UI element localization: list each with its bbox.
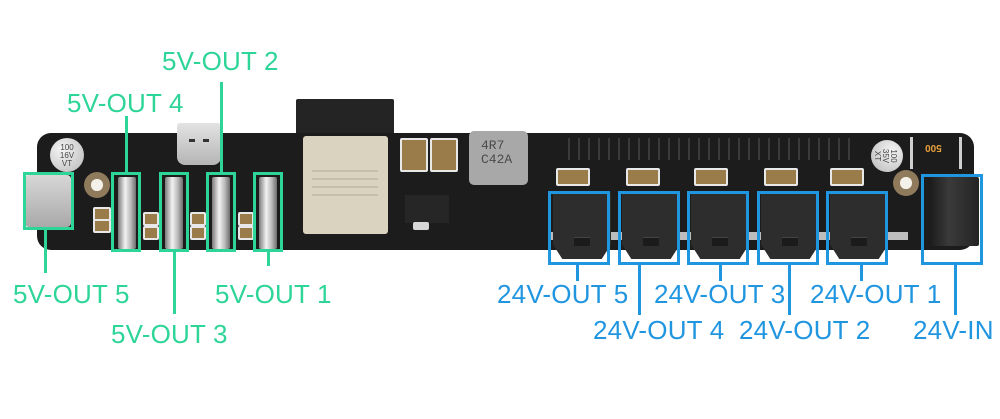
smd-capacitor-large bbox=[400, 138, 428, 172]
smd-capacitor bbox=[556, 168, 590, 186]
wifi-module bbox=[303, 136, 388, 234]
smd-capacitor bbox=[626, 168, 660, 186]
cap-marking: VT bbox=[61, 159, 73, 168]
usb-a-connector-5v-out-3 bbox=[165, 177, 183, 249]
smd-capacitor bbox=[143, 212, 159, 226]
terminal-latch bbox=[574, 237, 590, 246]
label-5v-out-4: 5V-OUT 4 bbox=[67, 88, 184, 118]
terminal-latch bbox=[712, 237, 728, 246]
label-24v-out-1: 24V-OUT 1 bbox=[810, 279, 942, 309]
fuse-holder bbox=[910, 137, 962, 169]
mounting-hole-left bbox=[84, 172, 110, 198]
label-24v-out-3: 24V-OUT 3 bbox=[654, 279, 786, 309]
label-24v-out-2: 24V-OUT 2 bbox=[739, 315, 871, 345]
cap-marking: 16V bbox=[59, 151, 75, 160]
usb-a-connector-5v-out-4 bbox=[118, 177, 136, 249]
label-24v-out-5: 24V-OUT 5 bbox=[497, 279, 629, 309]
callout-box-5v-out-3 bbox=[159, 172, 189, 252]
smd-capacitor bbox=[143, 226, 159, 240]
callout-box-5v-out-5 bbox=[23, 172, 74, 230]
callout-box-5v-out-4 bbox=[111, 172, 141, 252]
label-24v-in: 24V-IN bbox=[913, 315, 994, 345]
driver-circuitry bbox=[560, 138, 850, 160]
terminal-24v-out-5 bbox=[553, 193, 611, 259]
inductor-marking: C42A bbox=[481, 152, 513, 167]
leader-line-5v-out-2 bbox=[220, 82, 223, 172]
inductor: 4R7 C42A bbox=[469, 131, 528, 185]
dc-barrel-jack bbox=[929, 177, 979, 246]
terminal-24v-out-1 bbox=[830, 193, 888, 259]
terminal-latch bbox=[643, 237, 659, 246]
usb-a-connector-5v-out-2 bbox=[212, 177, 230, 249]
smd-button bbox=[413, 222, 429, 230]
usb-c-port-top bbox=[177, 123, 221, 165]
callout-box-24v-out-2 bbox=[757, 191, 819, 265]
wifi-module-marking bbox=[312, 170, 378, 172]
smd-capacitor bbox=[238, 226, 254, 240]
wifi-module-antenna bbox=[296, 99, 394, 139]
mounting-hole-right bbox=[893, 170, 919, 196]
regulator-chip bbox=[405, 195, 449, 223]
cap-marking: 100 bbox=[889, 149, 898, 163]
callout-box-24v-out-3 bbox=[687, 191, 749, 265]
smd-capacitor bbox=[238, 212, 254, 226]
cap-marking: XT bbox=[873, 150, 882, 162]
usb-c-connector-5v-out-5 bbox=[25, 175, 71, 227]
leader-line-24v-out-3 bbox=[719, 265, 722, 281]
terminal-24v-out-4 bbox=[622, 193, 680, 259]
callout-box-24v-in bbox=[921, 174, 983, 265]
label-5v-out-2: 5V-OUT 2 bbox=[162, 46, 279, 76]
terminal-latch bbox=[782, 237, 798, 246]
leader-line-24v-out-2 bbox=[788, 265, 791, 315]
smd-capacitor bbox=[764, 168, 798, 186]
usb-a-connector-5v-out-1 bbox=[259, 177, 277, 249]
leader-line-24v-in bbox=[954, 265, 957, 315]
label-5v-out-1: 5V-OUT 1 bbox=[215, 279, 332, 309]
smd-capacitor-large bbox=[430, 138, 458, 172]
callout-box-24v-out-4 bbox=[618, 191, 680, 265]
leader-line-5v-out-5 bbox=[44, 230, 47, 273]
smd-capacitor bbox=[694, 168, 728, 186]
smd-capacitor bbox=[93, 219, 111, 233]
label-24v-out-4: 24V-OUT 4 bbox=[593, 315, 725, 345]
label-5v-out-5: 5V-OUT 5 bbox=[13, 279, 130, 309]
inductor-marking: 4R7 bbox=[481, 138, 505, 153]
callout-box-24v-out-5 bbox=[548, 191, 610, 265]
terminal-latch bbox=[851, 237, 867, 246]
leader-line-5v-out-4 bbox=[125, 116, 128, 172]
terminal-24v-out-3 bbox=[691, 193, 749, 259]
capacitor-16v: 100 16V VT bbox=[50, 138, 84, 172]
fuse-marking: 500 bbox=[925, 142, 942, 153]
smd-capacitor bbox=[830, 168, 864, 186]
callout-box-24v-out-1 bbox=[826, 191, 888, 265]
capacitor-35v: 100 35V XT bbox=[871, 140, 903, 172]
leader-line-24v-out-4 bbox=[638, 265, 641, 315]
cap-marking: 100 bbox=[60, 143, 74, 152]
cap-marking: 35V bbox=[881, 148, 890, 164]
callout-box-5v-out-1 bbox=[253, 172, 283, 252]
label-5v-out-3: 5V-OUT 3 bbox=[111, 319, 228, 349]
leader-line-5v-out-1 bbox=[267, 252, 270, 266]
smd-capacitor bbox=[190, 212, 206, 226]
leader-line-5v-out-3 bbox=[173, 252, 176, 314]
callout-box-5v-out-2 bbox=[206, 172, 236, 252]
leader-line-24v-out-1 bbox=[860, 265, 863, 281]
terminal-24v-out-2 bbox=[761, 193, 819, 259]
smd-capacitor bbox=[190, 226, 206, 240]
leader-line-24v-out-5 bbox=[576, 265, 579, 281]
